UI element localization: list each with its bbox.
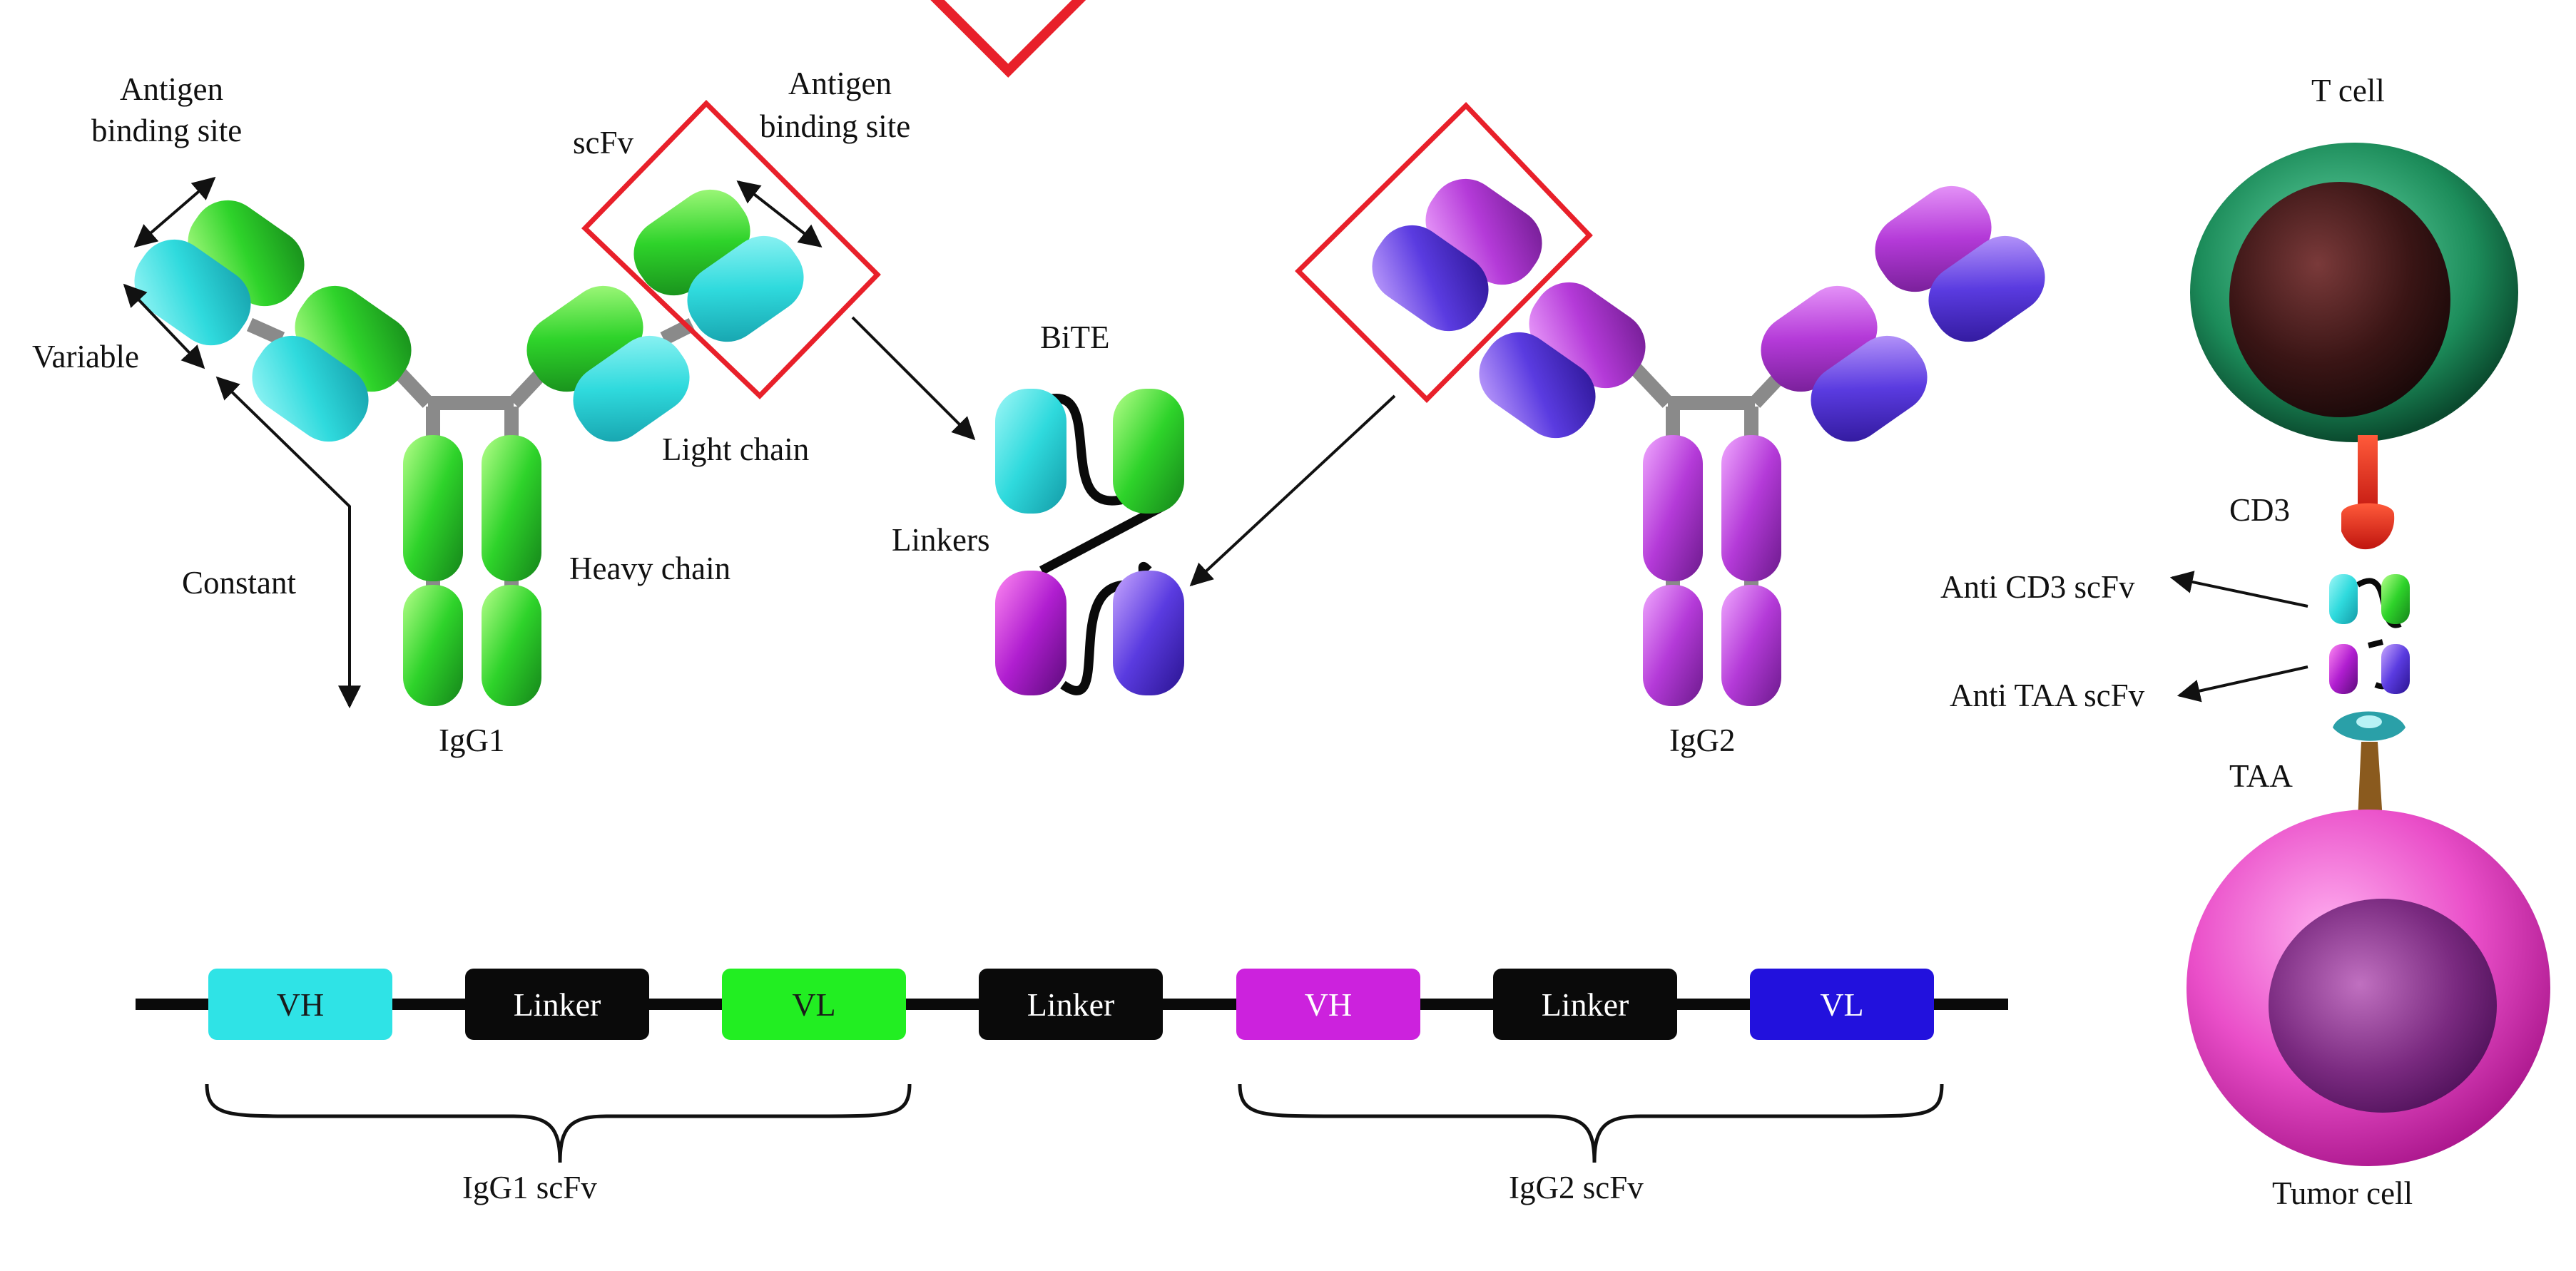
t-cell-label: T cell bbox=[2311, 73, 2385, 108]
igg2-fc-domain bbox=[1721, 435, 1781, 581]
igg2-scfv-brace bbox=[1238, 1083, 1944, 1163]
construct-segment-label: Linker bbox=[514, 986, 601, 1023]
light-chain-label: Light chain bbox=[662, 432, 809, 467]
construct-segment-label: Linker bbox=[1027, 986, 1115, 1023]
bite-linker bbox=[1060, 580, 1128, 695]
anti-taa-scfv-label: Anti TAA scFv bbox=[1950, 678, 2145, 713]
mini-bite-green bbox=[2381, 574, 2410, 624]
igg1-right-light-constant-domain bbox=[573, 335, 690, 442]
t-cell bbox=[2190, 143, 2518, 442]
construct-segment-vh bbox=[208, 969, 392, 1040]
igg1-fc-domain bbox=[482, 435, 541, 581]
igg1-fc-domain bbox=[403, 585, 463, 706]
igg2-label: IgG2 bbox=[1669, 723, 1735, 758]
igg1-annotation-arrows bbox=[123, 176, 823, 709]
igg1-fc-domain bbox=[482, 585, 541, 706]
igg1-to-bite-arrow bbox=[851, 316, 976, 441]
anti-cd3-scfv-arrow bbox=[2169, 571, 2308, 608]
constant-label: Constant bbox=[182, 565, 297, 601]
bite-magenta-domain bbox=[995, 571, 1066, 695]
igg2-left-light-constant-domain bbox=[1479, 332, 1596, 439]
igg2-fc-domain bbox=[1643, 585, 1703, 706]
antigen-binding-site-label-right-line1: Antigen bbox=[788, 66, 892, 101]
construct-segment-label: VH bbox=[277, 986, 324, 1023]
igg2-left-light-variable-domain bbox=[1372, 225, 1489, 332]
construct-segment-label: VL bbox=[1820, 986, 1863, 1023]
tumor-cell-label: Tumor cell bbox=[2272, 1175, 2413, 1211]
igg2-antibody bbox=[1372, 178, 2045, 706]
construct-segment-label: VH bbox=[1305, 986, 1352, 1023]
igg2-scfv-brace-label: IgG2 scFv bbox=[1509, 1170, 1644, 1205]
linkers-label: Linkers bbox=[892, 522, 989, 558]
igg1-scfv-highlight-box bbox=[766, 0, 1251, 78]
igg1-scfv-brace-label: IgG1 scFv bbox=[462, 1170, 597, 1205]
bite-label: BiTE bbox=[1040, 320, 1110, 355]
igg1-label: IgG1 bbox=[439, 723, 504, 758]
antigen-binding-site-label-right-line2: binding site bbox=[760, 108, 910, 144]
cd3-label: CD3 bbox=[2229, 492, 2290, 528]
cd3-receptor bbox=[2341, 435, 2395, 550]
antigen-binding-site-label-left-line2: binding site bbox=[91, 113, 242, 148]
construct-segment-label: Linker bbox=[1542, 986, 1629, 1023]
anti-cd3-scfv-label: Anti CD3 scFv bbox=[1940, 569, 2135, 605]
mini-bite-violet bbox=[2381, 644, 2410, 694]
mini-bite-cyan bbox=[2329, 574, 2358, 624]
bite-violet-domain bbox=[1113, 571, 1184, 695]
construct-segment-linker bbox=[1493, 969, 1677, 1040]
mini-bite bbox=[2329, 574, 2410, 694]
construct-segment-linker bbox=[979, 969, 1163, 1040]
antigen-binding-site-label-left-line1: Antigen bbox=[120, 71, 223, 107]
tumor-cell-nucleus bbox=[2269, 899, 2497, 1113]
igg2-right-light-variable-domain bbox=[1928, 235, 2045, 342]
mini-bite-magenta bbox=[2329, 644, 2358, 694]
bite-green-domain bbox=[1113, 389, 1184, 514]
taa-antigen bbox=[2333, 711, 2406, 820]
variable-arrow bbox=[123, 283, 205, 369]
construct-segment-linker bbox=[465, 969, 649, 1040]
construct-segments: VH Linker VL Linker VH Linker VL bbox=[208, 969, 1934, 1040]
igg2-right-light-constant-domain bbox=[1811, 335, 1928, 442]
igg2-scfv-highlight-box bbox=[1295, 102, 1593, 403]
construct-segment-vh bbox=[1236, 969, 1420, 1040]
igg1-scfv-highlight-box-outline bbox=[581, 100, 881, 399]
construct-segment-vl bbox=[722, 969, 906, 1040]
scfv-label: scFv bbox=[573, 125, 634, 160]
variable-label: Variable bbox=[32, 339, 139, 374]
antigen-binding-site-arrow-right bbox=[736, 180, 823, 247]
igg1-right-light-variable-domain bbox=[687, 235, 804, 342]
bite-linker bbox=[1036, 394, 1125, 506]
bite-linker bbox=[1039, 502, 1166, 575]
igg2-fc-domain bbox=[1643, 435, 1703, 581]
heavy-chain-label: Heavy chain bbox=[569, 551, 730, 586]
t-cell-nucleus bbox=[2229, 182, 2450, 417]
construct-segment-label: VL bbox=[792, 986, 835, 1023]
igg2-to-bite-arrow bbox=[1189, 394, 1396, 587]
igg2-fc-domain bbox=[1721, 585, 1781, 706]
bite-cyan-domain bbox=[995, 389, 1066, 514]
tumor-cell bbox=[2186, 810, 2550, 1166]
igg1-scfv-brace bbox=[205, 1083, 912, 1163]
igg1-fc-domain bbox=[403, 435, 463, 581]
bite-molecule bbox=[995, 389, 1184, 695]
antigen-binding-site-arrow-left bbox=[133, 176, 216, 248]
taa-label: TAA bbox=[2229, 758, 2293, 794]
anti-taa-scfv-arrow bbox=[2177, 665, 2308, 703]
constant-arrow bbox=[215, 376, 361, 709]
construct-segment-vl bbox=[1750, 969, 1934, 1040]
